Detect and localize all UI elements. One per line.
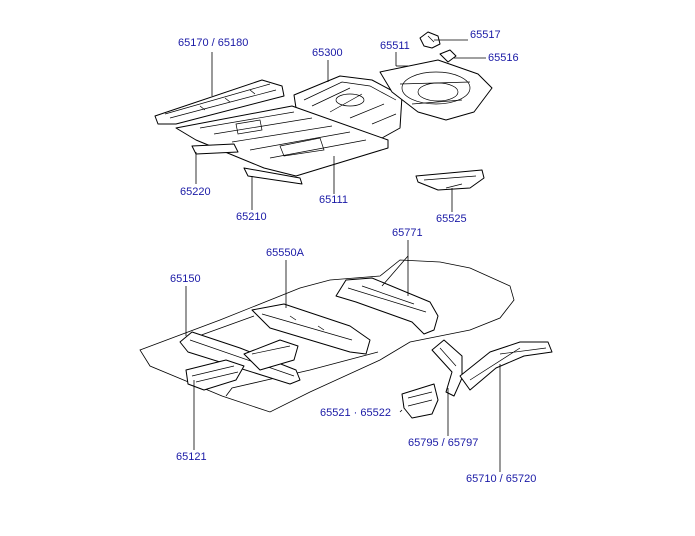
label-65121[interactable]: 65121 <box>176 451 207 463</box>
label-65550A[interactable]: 65550A <box>266 247 304 259</box>
label-65795: 65795 <box>408 437 439 449</box>
label-separator: / <box>496 473 506 485</box>
label-65511[interactable]: 65511 <box>380 40 410 52</box>
part-floor-extension-plate[interactable] <box>243 339 299 371</box>
label-65516[interactable]: 65516 <box>488 52 519 64</box>
label-65517[interactable]: 65517 <box>470 29 501 41</box>
label-65795-65797[interactable]: 65795 / 65797 <box>408 438 478 449</box>
leader-lines <box>185 39 501 472</box>
label-65525[interactable]: 65525 <box>436 213 467 225</box>
label-separator: · <box>350 407 361 419</box>
part-65525-rear-bracket[interactable] <box>415 169 485 191</box>
part-65210-center-rail[interactable] <box>243 167 303 185</box>
label-65180: 65180 <box>217 37 249 49</box>
label-separator: / <box>208 37 218 49</box>
label-65300[interactable]: 65300 <box>312 47 343 59</box>
label-65797: 65797 <box>447 437 479 449</box>
label-separator: / <box>438 437 448 449</box>
part-65521-small-panel[interactable] <box>401 383 439 419</box>
label-65111[interactable]: 65111 <box>319 194 348 206</box>
label-65210[interactable]: 65210 <box>236 211 267 223</box>
label-65220[interactable]: 65220 <box>180 186 211 198</box>
label-65710-65720[interactable]: 65710 / 65720 <box>466 474 536 485</box>
part-65121-reinforcement[interactable] <box>185 359 245 391</box>
part-65550A-center-member[interactable] <box>251 303 371 355</box>
label-65771[interactable]: 65771 <box>392 227 423 239</box>
part-65220-cross-member[interactable] <box>191 143 239 155</box>
part-65516-small-bracket[interactable] <box>439 49 457 63</box>
label-65522: 65522 <box>360 407 391 419</box>
label-65521: 65521 <box>320 407 351 419</box>
label-65720: 65720 <box>505 473 537 485</box>
part-65511-spare-tire-well[interactable] <box>379 59 493 121</box>
label-65170-65180[interactable]: 65170 / 65180 <box>178 38 248 49</box>
part-65150-front-side-member[interactable] <box>179 331 301 385</box>
label-65150[interactable]: 65150 <box>170 273 201 285</box>
label-65521-65522[interactable]: 65521 · 65522 <box>320 408 391 419</box>
part-65795-bracket[interactable] <box>431 339 463 397</box>
label-65710: 65710 <box>466 473 497 485</box>
part-65517-bracket[interactable] <box>419 31 441 49</box>
part-65170-side-sill-rail[interactable] <box>154 79 285 125</box>
part-65111-front-floor-panel[interactable] <box>175 105 389 177</box>
label-65170: 65170 <box>178 37 209 49</box>
part-65710-rear-side-member[interactable] <box>459 341 553 391</box>
body-outline <box>139 259 515 413</box>
part-65771-rear-cross-member[interactable] <box>335 277 439 335</box>
